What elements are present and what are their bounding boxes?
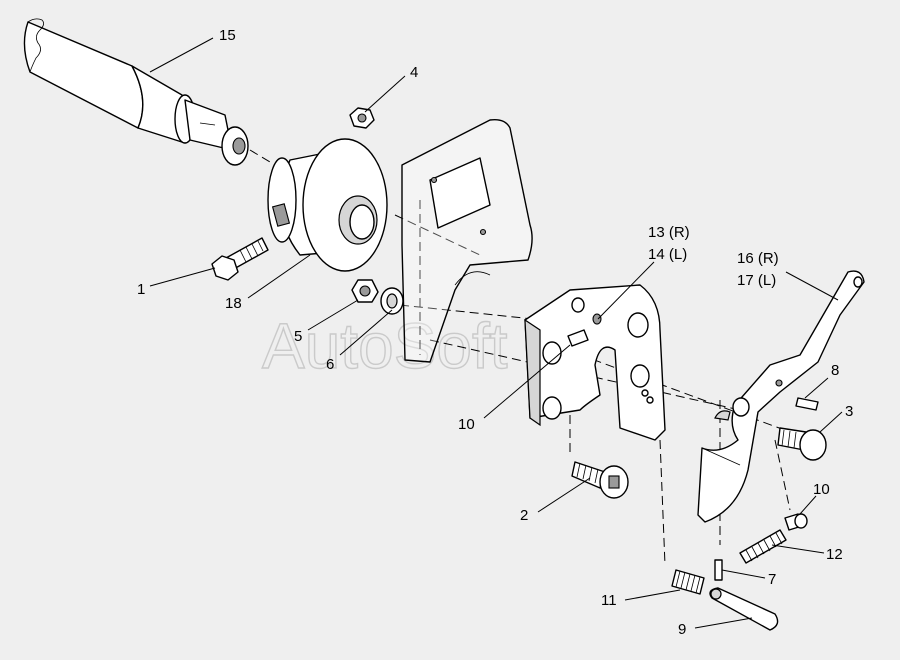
callout-6: 6 — [326, 356, 334, 373]
bracket-part-13-14 — [524, 284, 666, 441]
spring-part-11 — [671, 569, 705, 595]
handle-part-15 — [23, 18, 249, 166]
callout-13: 13 (R) — [648, 224, 690, 241]
callout-3: 3 — [845, 403, 853, 420]
callout-5: 5 — [294, 328, 302, 345]
nut-washer-part-5-6 — [351, 279, 404, 315]
shoulder-bolt-part-3 — [777, 427, 827, 461]
callout-10-lower: 10 — [813, 481, 830, 498]
callout-18: 18 — [225, 295, 242, 312]
callout-9: 9 — [678, 621, 686, 638]
watermark: AutoSoft — [262, 310, 508, 382]
lever-part-16-17 — [697, 270, 865, 523]
bolt-part-1 — [211, 237, 269, 281]
callout-8: 8 — [831, 362, 839, 379]
screw-part-2 — [571, 461, 629, 499]
plunger-part-9 — [709, 587, 779, 631]
pin-part-10-upper — [567, 329, 589, 347]
callout-4: 4 — [410, 64, 418, 81]
callout-17: 17 (L) — [737, 272, 776, 289]
callout-15: 15 — [219, 27, 236, 44]
spring-part-12 — [739, 529, 787, 564]
callout-12: 12 — [826, 546, 843, 563]
roll-pin-part-7 — [714, 559, 723, 581]
callout-7: 7 — [768, 571, 776, 588]
hub-part-18 — [267, 138, 388, 272]
callout-16: 16 (R) — [737, 250, 779, 267]
callout-10-upper: 10 — [458, 416, 475, 433]
frame-plate — [401, 118, 533, 363]
callout-2: 2 — [520, 507, 528, 524]
nut-part-4 — [349, 107, 375, 129]
callout-1: 1 — [137, 281, 145, 298]
leader-lines — [149, 37, 843, 629]
dowel-part-8 — [795, 397, 819, 411]
callout-14: 14 (L) — [648, 246, 687, 263]
callout-labels: 15 4 1 18 5 6 13 (R) 14 (L) 16 (R) 17 (L… — [137, 27, 853, 638]
pin-part-10-lower — [784, 513, 808, 531]
callout-11: 11 — [601, 592, 617, 609]
